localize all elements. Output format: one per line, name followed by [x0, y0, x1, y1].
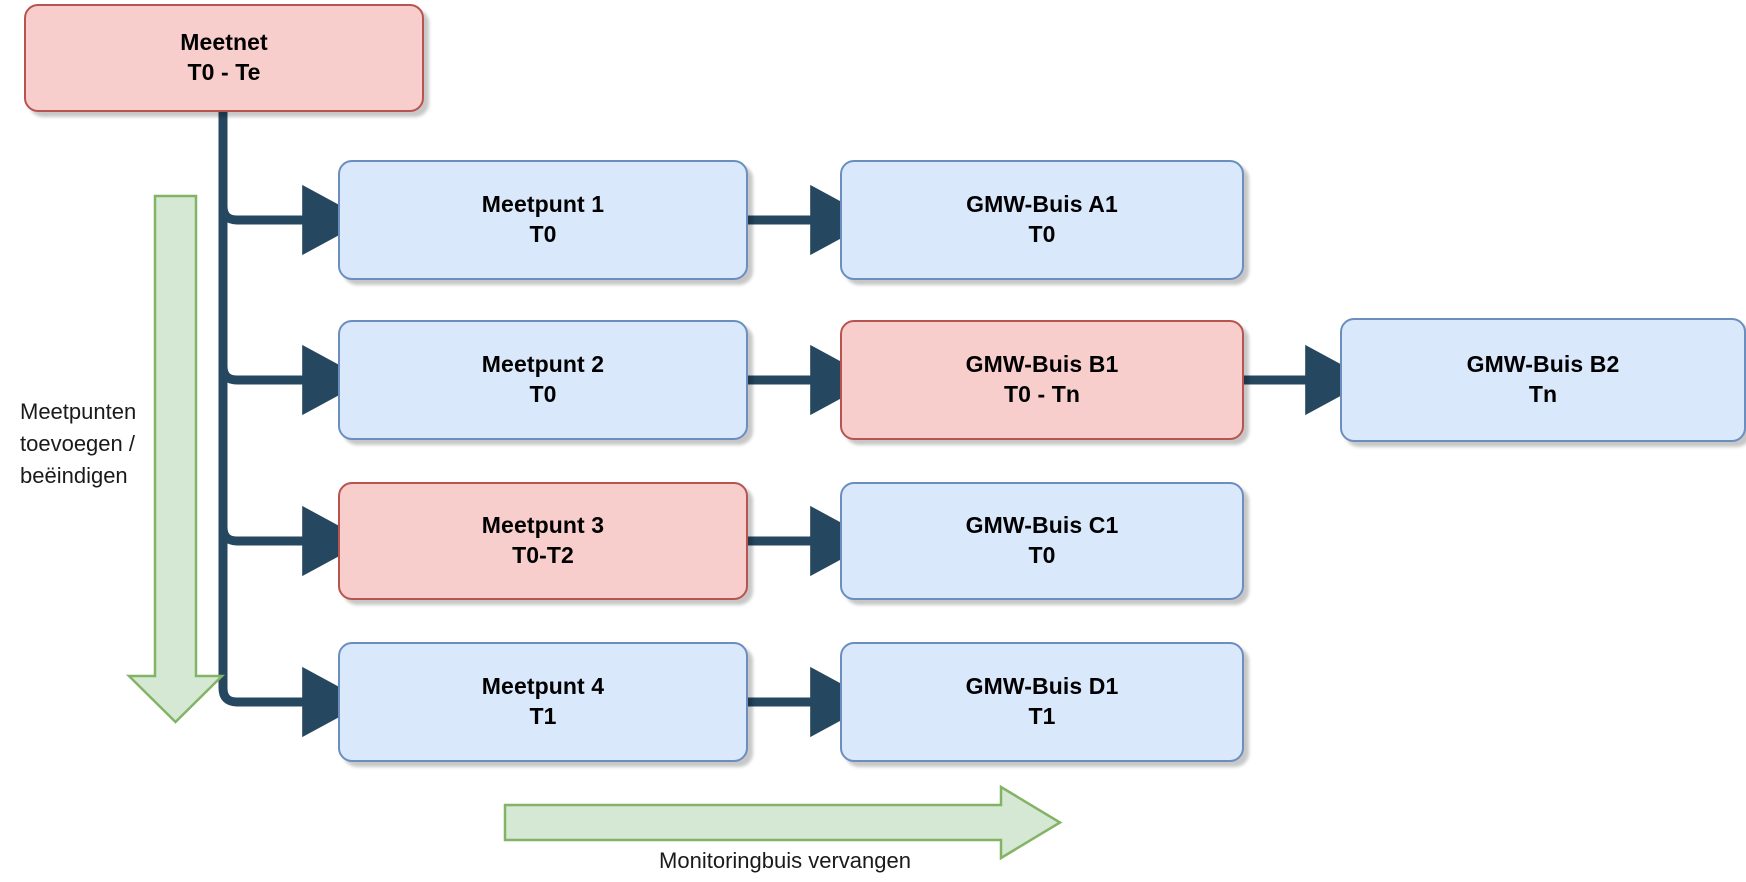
node-gmw-buis-b2[interactable]: GMW-Buis B2 Tn — [1340, 318, 1746, 442]
connector-meetnet-to-mp2 — [218, 344, 367, 416]
horizontal-arrow-label: Monitoringbuis vervangen — [659, 848, 911, 873]
node-gmw-buis-c1[interactable]: GMW-Buis C1 T0 — [840, 482, 1244, 600]
node-meetpunt-1-line1: Meetpunt 1 — [481, 191, 605, 218]
node-meetpunt-2[interactable]: Meetpunt 2 T0 — [338, 320, 748, 440]
node-gmw-buis-b1[interactable]: GMW-Buis B1 T0 - Tn — [840, 320, 1244, 440]
node-meetpunt-1-line2: T0 — [529, 221, 557, 247]
node-meetpunt-2-line2: T0 — [529, 381, 557, 407]
node-meetnet-line2: T0 - Te — [187, 59, 261, 85]
node-gmw-buis-d1-line1: GMW-Buis D1 — [965, 673, 1119, 700]
node-gmw-buis-a1[interactable]: GMW-Buis A1 T0 — [840, 160, 1244, 280]
node-gmw-buis-b2-line1: GMW-Buis B2 — [1466, 351, 1620, 378]
node-meetpunt-4-line1: Meetpunt 4 — [481, 673, 605, 700]
node-gmw-buis-b1-line1: GMW-Buis B1 — [965, 351, 1119, 378]
horizontal-block-arrow — [503, 784, 1063, 861]
node-meetnet-line1: Meetnet — [180, 29, 268, 56]
vertical-arrow-label: Meetpunten toevoegen / beëindigen — [20, 399, 137, 488]
node-gmw-buis-c1-line1: GMW-Buis C1 — [965, 512, 1119, 539]
node-gmw-buis-a1-line2: T0 — [1028, 221, 1056, 247]
node-meetpunt-4-line2: T1 — [529, 703, 557, 729]
node-gmw-buis-d1-line2: T1 — [1028, 703, 1056, 729]
node-meetpunt-3[interactable]: Meetpunt 3 T0-T2 — [338, 482, 748, 600]
node-meetnet[interactable]: Meetnet T0 - Te — [24, 4, 424, 112]
connector-meetnet-to-mp1 — [218, 184, 367, 256]
node-meetpunt-3-line1: Meetpunt 3 — [481, 512, 605, 539]
node-gmw-buis-d1[interactable]: GMW-Buis D1 T1 — [840, 642, 1244, 762]
node-gmw-buis-b2-line2: Tn — [1528, 381, 1558, 407]
vertical-block-arrow — [125, 194, 226, 724]
node-gmw-buis-b1-line2: T0 - Tn — [1003, 381, 1081, 407]
node-meetpunt-3-line2: T0-T2 — [512, 542, 574, 568]
node-meetpunt-1[interactable]: Meetpunt 1 T0 — [338, 160, 748, 280]
node-gmw-buis-c1-line2: T0 — [1028, 542, 1056, 568]
node-gmw-buis-a1-line1: GMW-Buis A1 — [966, 191, 1118, 218]
connector-meetnet-trunk — [218, 112, 367, 738]
node-meetpunt-4[interactable]: Meetpunt 4 T1 — [338, 642, 748, 762]
node-meetpunt-2-line1: Meetpunt 2 — [481, 351, 605, 378]
connector-meetnet-to-mp3 — [218, 505, 367, 577]
